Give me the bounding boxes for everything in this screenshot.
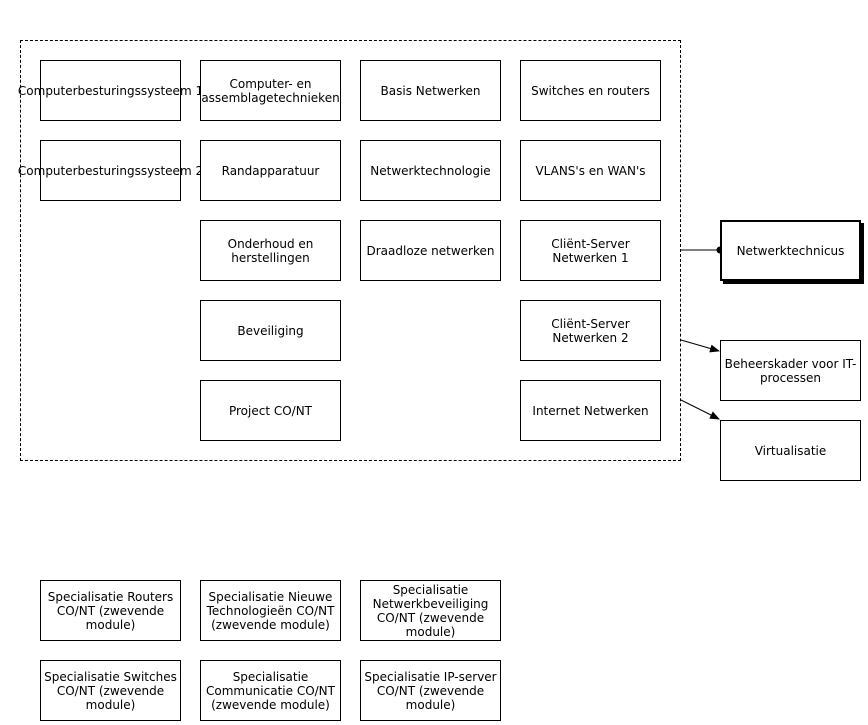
module-label: VLANS's en WAN's	[535, 163, 646, 178]
module-label: Computer- en assemblagetechnieken	[201, 76, 340, 105]
module-box-computer-assemblage[interactable]: Computer- en assemblagetechnieken	[200, 60, 341, 121]
module-box-basis-netwerken[interactable]: Basis Netwerken	[360, 60, 501, 121]
outcome-label: Virtualisatie	[754, 443, 827, 458]
module-label: Cliënt-Server Netwerken 1	[551, 236, 630, 265]
module-box-cbs2[interactable]: Computerbesturingssysteem 2	[18, 140, 203, 201]
spec-label: Specialisatie IP-server CO/NT (zwevende …	[364, 669, 497, 712]
spec-box-netwerkbeveiliging[interactable]: Specialisatie Netwerkbeveiliging CO/NT (…	[360, 580, 501, 641]
module-box-client-server-2[interactable]: Cliënt-Server Netwerken 2	[520, 300, 661, 361]
module-label: Switches en routers	[531, 83, 650, 98]
module-label: Computerbesturingssysteem 1	[17, 83, 204, 98]
connector-to-virtualisatie	[680, 399, 720, 420]
module-label: Onderhoud en herstellingen	[227, 236, 314, 265]
module-box-randapparatuur[interactable]: Randapparatuur	[200, 140, 341, 201]
outcome-label: Beheerskader voor IT-processen	[724, 356, 857, 385]
spec-label: Specialisatie Communicatie CO/NT (zweven…	[205, 669, 335, 712]
connector-to-beheerskader	[680, 339, 720, 353]
module-group-frame	[20, 40, 681, 461]
spec-label: Specialisatie Netwerkbeveiliging CO/NT (…	[372, 582, 489, 639]
connector-to-netwerktechnicus	[681, 246, 724, 254]
spec-label: Specialisatie Switches CO/NT (zwevende m…	[44, 669, 177, 712]
module-label: Cliënt-Server Netwerken 2	[551, 316, 630, 345]
spec-box-ip-server[interactable]: Specialisatie IP-server CO/NT (zwevende …	[360, 660, 501, 721]
module-box-vlans-wans[interactable]: VLANS's en WAN's	[520, 140, 661, 201]
module-label: Netwerktechnologie	[370, 163, 491, 178]
module-label: Beveiliging	[237, 323, 304, 338]
module-box-netwerktechnologie[interactable]: Netwerktechnologie	[360, 140, 501, 201]
module-label: Internet Netwerken	[532, 403, 649, 418]
module-box-client-server-1[interactable]: Cliënt-Server Netwerken 1	[520, 220, 661, 281]
module-box-onderhoud[interactable]: Onderhoud en herstellingen	[200, 220, 341, 281]
module-box-switches-routers[interactable]: Switches en routers	[520, 60, 661, 121]
spec-box-switches[interactable]: Specialisatie Switches CO/NT (zwevende m…	[40, 660, 181, 721]
outcome-box-beheerskader[interactable]: Beheerskader voor IT-processen	[720, 340, 861, 401]
module-box-beveiliging[interactable]: Beveiliging	[200, 300, 341, 361]
outcome-label: Netwerktechnicus	[736, 243, 845, 258]
module-box-project[interactable]: Project CO/NT	[200, 380, 341, 441]
module-box-draadloze-netwerken[interactable]: Draadloze netwerken	[360, 220, 501, 281]
spec-label: Specialisatie Nieuwe Technologieën CO/NT…	[206, 589, 335, 632]
outcome-box-netwerktechnicus[interactable]: Netwerktechnicus	[720, 220, 861, 281]
spec-box-communicatie[interactable]: Specialisatie Communicatie CO/NT (zweven…	[200, 660, 341, 721]
module-box-internet-netwerken[interactable]: Internet Netwerken	[520, 380, 661, 441]
spec-label: Specialisatie Routers CO/NT (zwevende mo…	[47, 589, 174, 632]
module-label: Randapparatuur	[221, 163, 320, 178]
module-box-cbs1[interactable]: Computerbesturingssysteem 1	[18, 60, 203, 121]
module-label: Computerbesturingssysteem 2	[17, 163, 204, 178]
spec-box-nieuwe-technologieen[interactable]: Specialisatie Nieuwe Technologieën CO/NT…	[200, 580, 341, 641]
outcome-box-virtualisatie[interactable]: Virtualisatie	[720, 420, 861, 481]
module-label: Draadloze netwerken	[366, 243, 495, 258]
spec-box-routers[interactable]: Specialisatie Routers CO/NT (zwevende mo…	[40, 580, 181, 641]
module-label: Basis Netwerken	[380, 83, 481, 98]
module-label: Project CO/NT	[228, 403, 313, 418]
